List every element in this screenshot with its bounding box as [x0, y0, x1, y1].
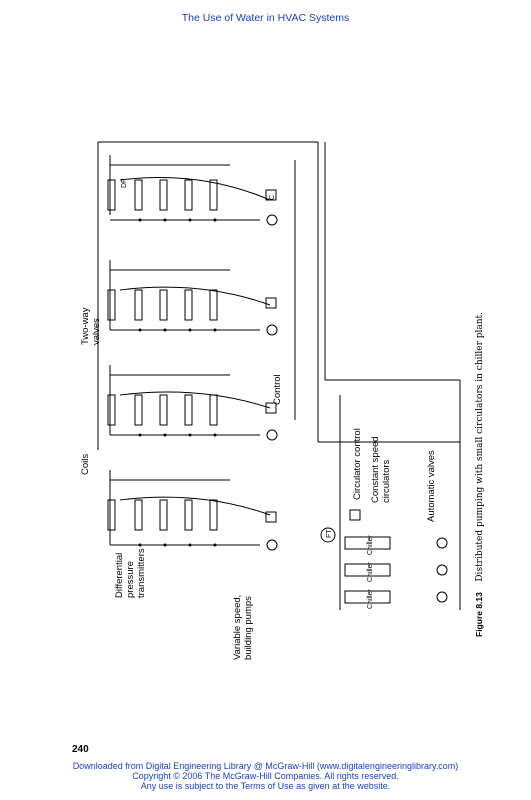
- ft-label: FT: [326, 529, 333, 538]
- dp-transmitters-label: Differential pressure transmitters: [114, 548, 147, 598]
- page-number: 240: [72, 744, 89, 755]
- chiller-label-3: Chiller: [367, 588, 374, 609]
- two-way-valves-label: Two-way valves: [80, 305, 102, 345]
- zone-3: [107, 365, 278, 441]
- controller-label: C: [269, 195, 276, 200]
- constant-speed-label: Constant speed circulators: [370, 434, 392, 503]
- building-pumps-label: Variable speed, building pumps: [232, 592, 254, 660]
- coils-label: Coils: [80, 454, 91, 475]
- footer-line-2: Copyright © 2006 The McGraw-Hill Compani…: [132, 771, 399, 781]
- figure-caption: Figure 8.13 Distributed pumping with sma…: [469, 312, 486, 637]
- chiller-label-1: Chiller: [367, 534, 374, 555]
- running-header: The Use of Water in HVAC Systems: [181, 12, 350, 24]
- automatic-valves-label: Automatic valves: [426, 450, 437, 522]
- circulator-control-label: Circulator control: [352, 428, 363, 500]
- zone-1: [107, 155, 278, 226]
- footer: Downloaded from Digital Engineering Libr…: [0, 761, 531, 791]
- zone-4: [107, 470, 278, 551]
- zone-2: [107, 260, 278, 336]
- dp-label: DP: [121, 178, 128, 188]
- control-label: Control: [272, 374, 283, 405]
- footer-line-1: Downloaded from Digital Engineering Libr…: [72, 761, 459, 771]
- footer-line-3: Any use is subject to the Terms of Use a…: [140, 781, 391, 791]
- chiller-label-2: Chiller: [367, 561, 374, 582]
